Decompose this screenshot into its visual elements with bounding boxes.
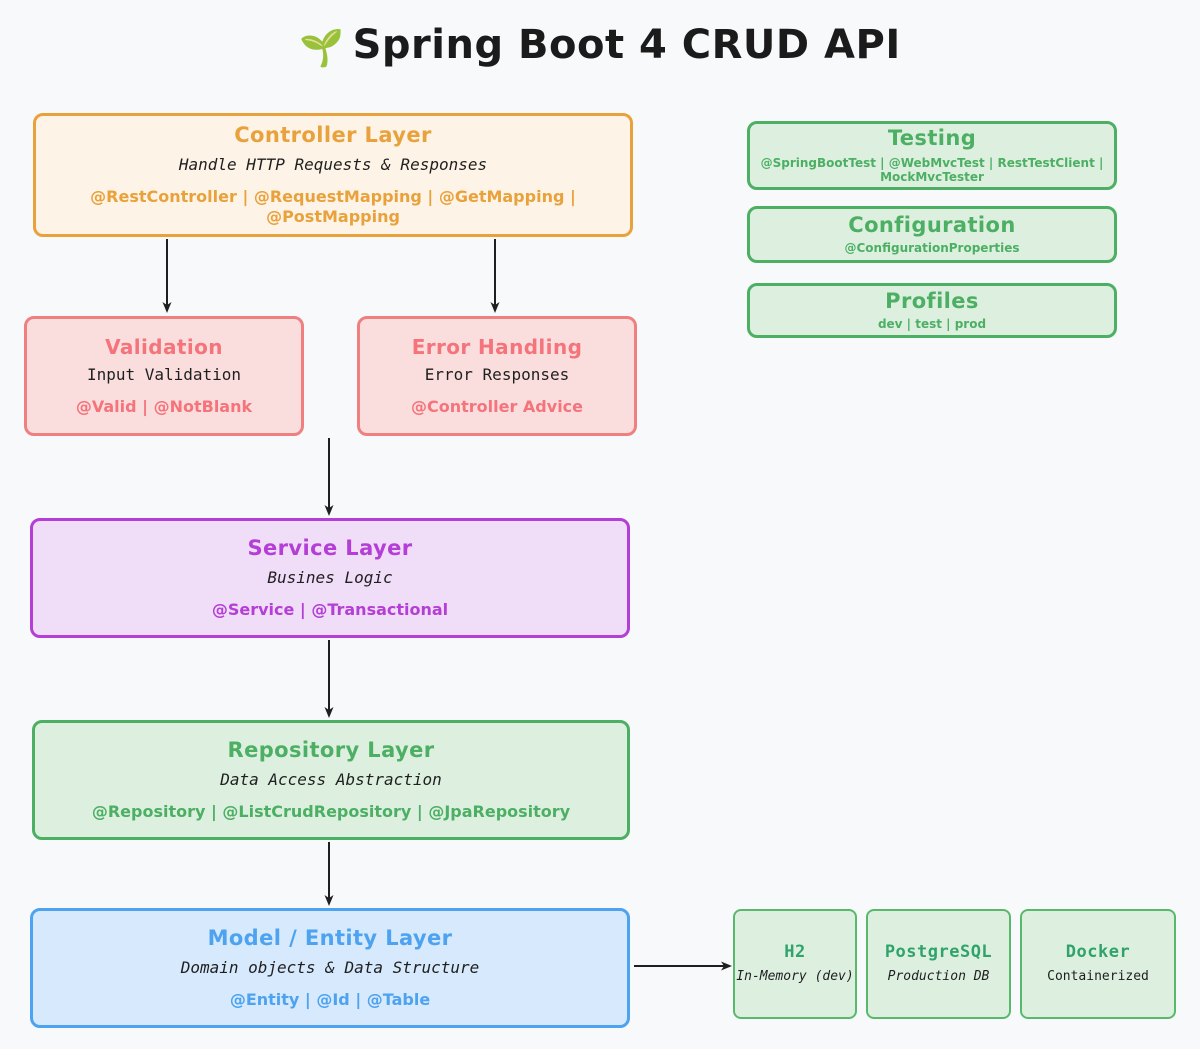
repository-layer-annotations: @Repository | @ListCrudRepository | @Jpa… <box>91 802 571 822</box>
arrow-repository-to-model <box>322 842 336 908</box>
configuration-title: Configuration <box>848 212 1016 237</box>
repository-layer-subtitle: Data Access Abstraction <box>220 769 442 789</box>
controller-layer-box[interactable]: Controller Layer Handle HTTP Requests & … <box>33 113 633 237</box>
error-handling-subtitle: Error Responses <box>424 364 570 384</box>
arrow-controller-to-validation <box>160 239 174 315</box>
seedling-leaf-icon: 🌱 <box>299 28 345 69</box>
datastore-postgresql-box[interactable]: PostgreSQL Production DB <box>866 909 1011 1019</box>
error-handling-box[interactable]: Error Handling Error Responses @Controll… <box>357 316 637 436</box>
datastore-postgresql-subtitle: Production DB <box>887 969 990 985</box>
validation-subtitle: Input Validation <box>86 364 242 384</box>
validation-box[interactable]: Validation Input Validation @Valid | @No… <box>24 316 304 436</box>
page-title-text: Spring Boot 4 CRUD API <box>352 22 901 68</box>
error-handling-annotations: @Controller Advice <box>410 397 584 416</box>
model-entity-layer-box[interactable]: Model / Entity Layer Domain objects & Da… <box>30 908 630 1028</box>
repository-layer-box[interactable]: Repository Layer Data Access Abstraction… <box>32 720 630 840</box>
testing-annotations: @SpringBootTest | @WebMvcTest | RestTest… <box>760 155 1104 185</box>
service-layer-title: Service Layer <box>247 535 413 560</box>
validation-annotations: @Valid | @NotBlank <box>75 397 253 416</box>
arrow-error-handling-to-service <box>322 438 336 518</box>
controller-layer-title: Controller Layer <box>234 123 432 148</box>
configuration-annotations: @ConfigurationProperties <box>844 240 1020 255</box>
profiles-annotations: dev | test | prod <box>877 316 987 331</box>
datastore-h2-subtitle: In-Memory (dev) <box>736 969 854 985</box>
arrow-controller-to-error-handling <box>488 239 502 315</box>
profiles-box[interactable]: Profiles dev | test | prod <box>747 283 1117 338</box>
datastore-h2-box[interactable]: H2 In-Memory (dev) <box>733 909 857 1019</box>
profiles-title: Profiles <box>885 288 979 313</box>
arrow-service-to-repository <box>322 640 336 720</box>
controller-layer-subtitle: Handle HTTP Requests & Responses <box>178 155 488 175</box>
testing-title: Testing <box>887 125 977 150</box>
controller-layer-annotations: @RestController | @RequestMapping | @Get… <box>90 187 576 226</box>
configuration-box[interactable]: Configuration @ConfigurationProperties <box>747 206 1117 263</box>
service-layer-box[interactable]: Service Layer Busines Logic @Service | @… <box>30 518 630 638</box>
datastore-docker-subtitle: Containerized <box>1047 969 1149 985</box>
datastore-docker-title: Docker <box>1065 942 1131 963</box>
model-entity-layer-annotations: @Entity | @Id | @Table <box>229 990 431 1010</box>
service-layer-annotations: @Service | @Transactional <box>211 600 449 620</box>
page-title: 🌱Spring Boot 4 CRUD API <box>0 22 1200 69</box>
datastore-docker-box[interactable]: Docker Containerized <box>1020 909 1176 1019</box>
model-entity-layer-title: Model / Entity Layer <box>207 925 453 950</box>
arrow-model-to-datastores <box>634 959 734 973</box>
datastore-h2-title: H2 <box>784 942 806 963</box>
error-handling-title: Error Handling <box>411 334 583 359</box>
model-entity-layer-subtitle: Domain objects & Data Structure <box>180 957 480 977</box>
datastore-postgresql-title: PostgreSQL <box>884 942 993 963</box>
service-layer-subtitle: Busines Logic <box>267 567 393 587</box>
validation-title: Validation <box>105 334 223 359</box>
testing-box[interactable]: Testing @SpringBootTest | @WebMvcTest | … <box>747 121 1117 190</box>
repository-layer-title: Repository Layer <box>227 737 435 762</box>
